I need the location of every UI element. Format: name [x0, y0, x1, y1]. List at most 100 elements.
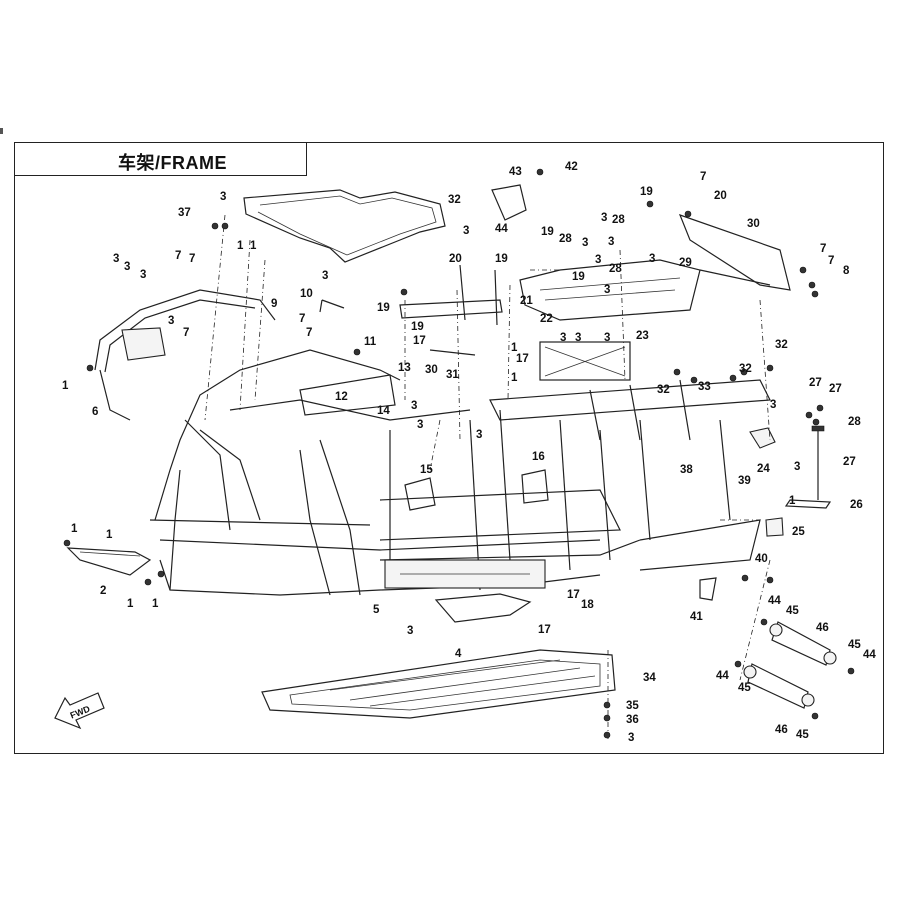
callout-8: 9 — [271, 298, 277, 310]
forward-direction-arrow: FWD — [54, 692, 105, 730]
callout-28: 29 — [679, 257, 692, 269]
cross-brace — [399, 299, 503, 319]
callout-21: 22 — [540, 313, 553, 325]
callout-45: 46 — [775, 724, 788, 736]
callout-1: 1 — [250, 240, 257, 252]
callout-10: 11 — [364, 336, 377, 348]
callout-32: 32 — [775, 339, 788, 351]
callout-38: 39 — [738, 475, 751, 487]
callout-3: 3 — [463, 225, 469, 237]
bracket-14 — [404, 477, 436, 511]
callout-3: 4 — [455, 648, 462, 660]
callout-9: 10 — [300, 288, 313, 300]
callout-28: 28 — [559, 233, 572, 245]
callout-34: 35 — [626, 700, 639, 712]
callout-3: 3 — [770, 399, 776, 411]
callout-1: 1 — [511, 372, 518, 384]
callout-31: 32 — [448, 194, 461, 206]
callout-3: 3 — [604, 284, 610, 296]
callout-28: 28 — [609, 263, 622, 275]
diagram-title: 车架/FRAME — [118, 153, 227, 173]
callout-39: 40 — [755, 553, 768, 565]
callout-28: 28 — [612, 214, 625, 226]
callout-26: 27 — [843, 456, 856, 468]
callout-19: 19 — [640, 186, 653, 198]
callout-1: 1 — [152, 598, 159, 610]
callout-24: 25 — [792, 526, 805, 538]
callout-19: 19 — [377, 302, 390, 314]
callout-3: 3 — [794, 461, 800, 473]
link-arm-lower — [734, 660, 819, 720]
plate-25 — [784, 499, 832, 509]
callout-1: 1 — [71, 523, 78, 535]
callout-7: 7 — [175, 250, 181, 262]
callout-3: 3 — [407, 625, 413, 637]
callout-32: 32 — [739, 363, 752, 375]
callout-37: 38 — [680, 464, 693, 476]
callout-1: 1 — [237, 240, 244, 252]
callout-3: 3 — [476, 429, 482, 441]
callout-3: 3 — [124, 261, 130, 273]
callout-1: 1 — [106, 529, 113, 541]
link-arm-upper — [760, 618, 855, 675]
callout-2: 2 — [100, 585, 106, 597]
callout-35: 36 — [626, 714, 639, 726]
callout-3: 3 — [608, 236, 614, 248]
callout-27: 27 — [829, 383, 842, 395]
front-bumper — [94, 289, 276, 421]
bracket-15 — [521, 469, 549, 504]
callout-44: 44 — [863, 649, 876, 661]
callout-3: 3 — [560, 332, 566, 344]
fastener-markers — [63, 168, 824, 739]
diagram-border — [14, 142, 884, 754]
callout-3: 3 — [168, 315, 174, 327]
callout-43: 44 — [495, 223, 508, 235]
callout-45: 45 — [786, 605, 799, 617]
main-frame — [149, 349, 771, 596]
callout-36: 37 — [178, 207, 191, 219]
bracket-42 — [491, 184, 527, 221]
callout-7: 7 — [299, 313, 305, 325]
callout-27: 27 — [809, 377, 822, 389]
callout-20: 21 — [520, 295, 533, 307]
callout-3: 3 — [628, 732, 634, 744]
callout-41: 42 — [565, 161, 578, 173]
callout-20: 20 — [449, 253, 462, 265]
callout-19: 19 — [541, 226, 554, 238]
callout-3: 3 — [575, 332, 581, 344]
callout-labels: 1 1 1 1 1 1 1 1 1 1 2 3 3 3 3 3 3 3 3 3 … — [62, 161, 876, 744]
callout-17: 17 — [567, 589, 580, 601]
callout-4: 5 — [373, 604, 380, 616]
registration-mark — [0, 128, 3, 134]
callout-11: 12 — [335, 391, 348, 403]
callout-19: 19 — [572, 271, 585, 283]
callout-7: 7 — [306, 327, 312, 339]
callout-22: 23 — [636, 330, 649, 342]
callout-17: 17 — [413, 335, 426, 347]
callout-30: 30 — [425, 364, 438, 376]
callout-3: 3 — [604, 332, 610, 344]
callout-7: 7 — [820, 243, 826, 255]
callout-15: 16 — [532, 451, 545, 463]
callout-44: 45 — [796, 729, 809, 741]
callout-30: 31 — [446, 369, 459, 381]
callout-17: 17 — [516, 353, 529, 365]
callout-45: 45 — [738, 682, 751, 694]
callout-13: 14 — [377, 405, 390, 417]
title-box — [14, 142, 307, 176]
callout-3: 3 — [220, 191, 226, 203]
callout-33: 34 — [643, 672, 656, 684]
callout-23: 24 — [757, 463, 770, 475]
mount-bracket-24 — [765, 517, 784, 537]
tube-12 — [299, 374, 396, 416]
callout-1: 1 — [127, 598, 134, 610]
callout-7: 7 — [828, 255, 834, 267]
strap-30 — [429, 349, 476, 356]
callout-3: 3 — [411, 400, 417, 412]
callout-6: 7 — [183, 327, 189, 339]
callout-3: 3 — [322, 270, 328, 282]
callout-5: 6 — [92, 406, 98, 418]
skid-plate — [261, 649, 616, 719]
